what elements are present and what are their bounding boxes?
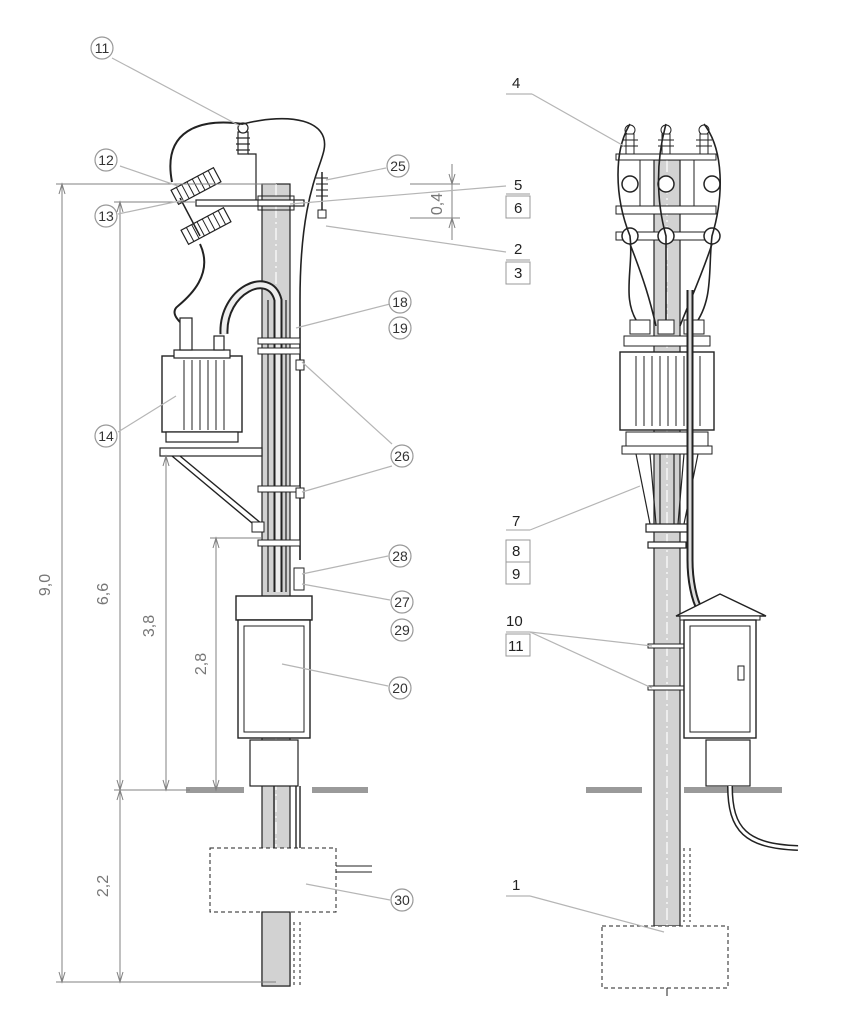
label-2: 2 [514,241,522,258]
callout-19-label: 19 [392,320,408,336]
dimension-lines [56,164,460,984]
label-2-3: 2 3 [505,241,531,285]
callout-20-label: 20 [392,680,408,696]
callout-14-label: 14 [98,428,114,444]
pole-clamps-left [257,337,305,591]
callout-26: 26 [390,444,414,468]
dim-bracket-height: 3,8 [141,615,158,637]
callout-26-label: 26 [394,448,410,464]
callout-29: 29 [390,618,414,642]
label-11-right: 11 [508,638,524,655]
callout-18: 18 [388,290,412,314]
label-5: 5 [514,177,522,194]
label-10-11: 10 11 [505,613,531,657]
callout-18-label: 18 [392,294,408,310]
callout-25: 25 [386,154,410,178]
callout-27: 27 [390,590,414,614]
callout-11-label: 11 [95,40,110,56]
label-1: 1 [512,877,520,894]
dim-below-ground: 2,2 [95,875,112,897]
label-7-8-9: 7 8 9 [505,513,531,585]
label-9: 9 [512,566,520,583]
callout-28: 28 [388,544,412,568]
callout-27-label: 27 [394,594,410,610]
dim-above-ground: 6,6 [95,583,112,605]
callout-20: 20 [388,676,412,700]
dim-gap: 0,4 [429,193,446,215]
callout-25-label: 25 [390,158,406,174]
callout-28-label: 28 [392,548,408,564]
label-8: 8 [512,543,520,560]
top-insulator-left [236,122,257,200]
left-view: 11 12 13 14 25 18 19 26 [37,36,531,987]
overhead-conductor-left [169,117,326,560]
callout-12-label: 12 [98,152,114,168]
label-6: 6 [514,200,522,217]
transformer-bracket-left [159,447,265,533]
dim-total-height: 9,0 [37,574,54,596]
foundation-block-left [209,847,372,987]
callout-11: 11 [90,36,114,60]
callout-12: 12 [94,148,118,172]
right-view: 4 7 8 9 10 11 1 [505,75,799,996]
surge-arrester-left [316,172,328,219]
fuse-cutout-left [170,166,232,323]
dim-cabinet-height: 2,8 [193,653,210,675]
conductors-right [617,123,721,327]
transformer-right [619,319,715,455]
distribution-cabinet-right [675,593,799,851]
leader-lines-left [111,57,507,901]
callout-14: 14 [94,424,118,448]
label-5-6: 5 6 [505,177,531,219]
label-10: 10 [506,613,523,630]
callout-13: 13 [94,204,118,228]
callout-13-label: 13 [98,208,114,224]
callout-30-label: 30 [394,892,410,908]
distribution-cabinet-left [235,595,313,848]
transformer-left [161,317,243,443]
label-3: 3 [514,265,522,282]
insulators-right [621,124,721,245]
callout-19: 19 [388,316,412,340]
label-4: 4 [512,75,520,92]
callout-29-label: 29 [394,622,410,638]
foundation-block-right [601,925,729,996]
callout-30: 30 [390,888,414,912]
leader-lines-right [506,93,665,933]
label-7: 7 [512,513,520,530]
